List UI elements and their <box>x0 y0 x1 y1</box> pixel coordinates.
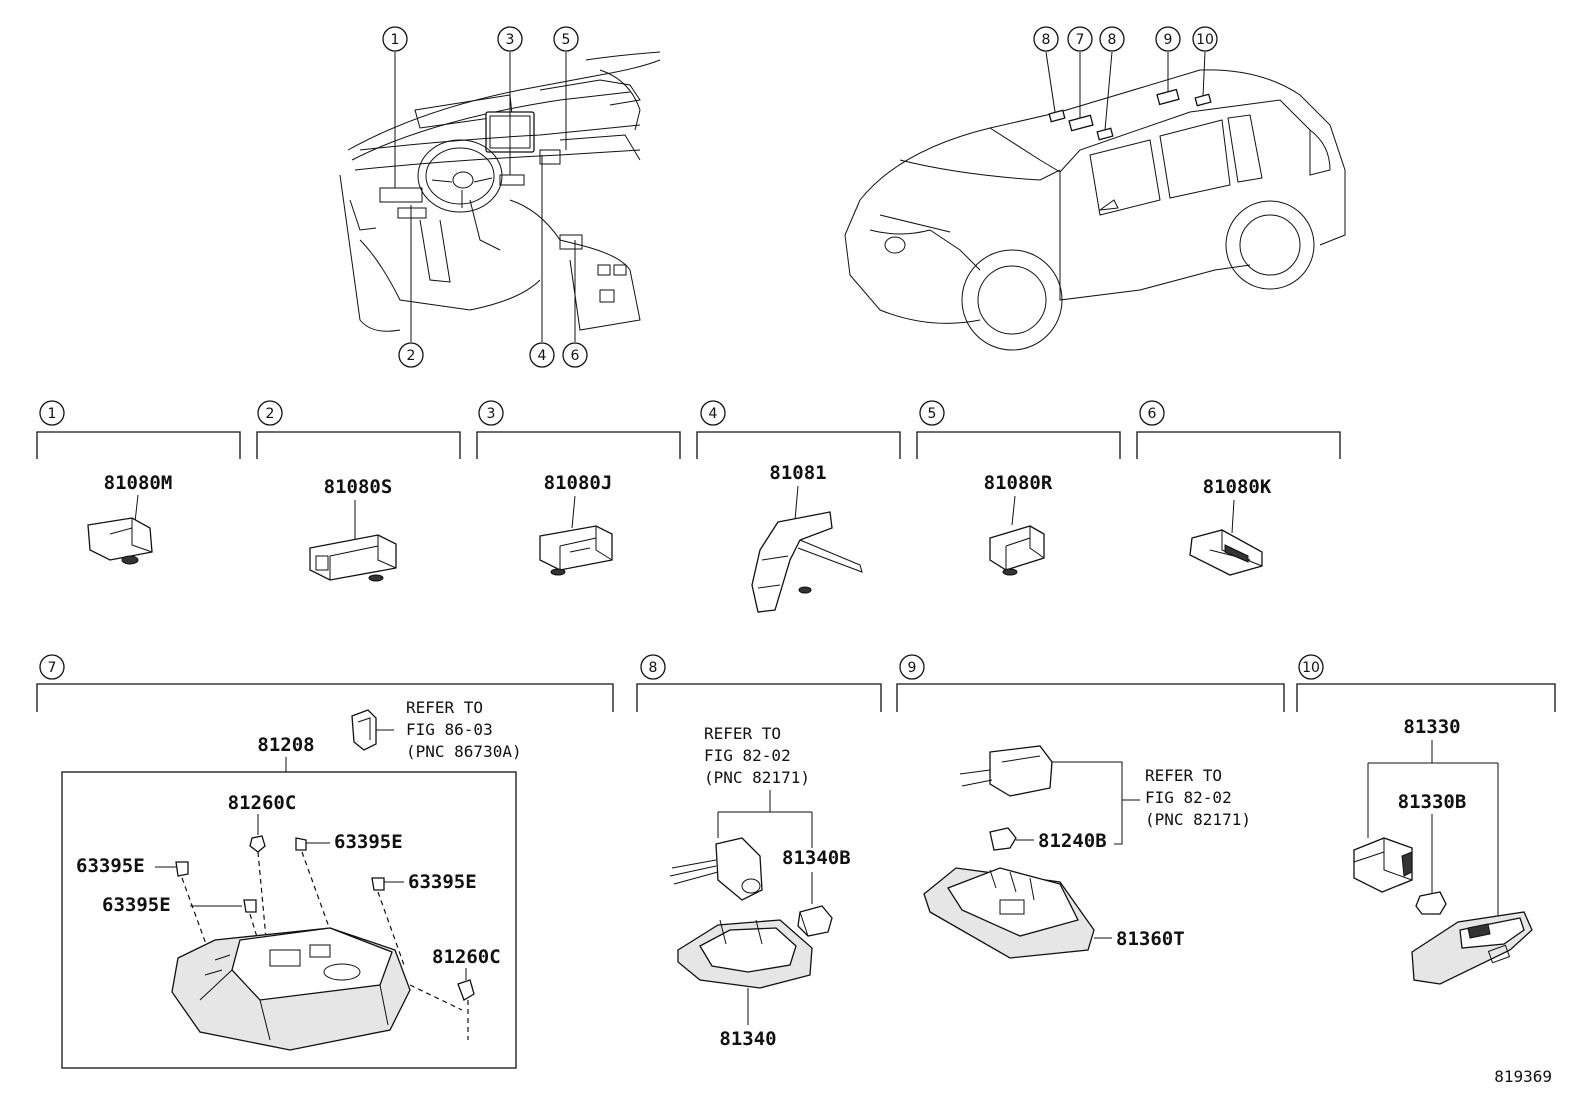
bulb-81240B <box>989 827 1017 851</box>
section-1-number: 1 <box>48 406 57 422</box>
part-81208-label: 81208 <box>257 734 314 756</box>
sec9-refer-line2: FIG 82-02 <box>1145 788 1232 807</box>
section-10-number: 10 <box>1302 660 1320 676</box>
section-6: 6 81080K <box>1136 400 1341 576</box>
part-81080S-label: 81080S <box>324 476 393 498</box>
section-7: 7 REFER TO FIG 86-03 (PNC 86730A) 81208 … <box>36 654 614 1069</box>
section-1: 1 81080M <box>36 400 241 565</box>
section-3: 3 81080J <box>476 400 681 576</box>
section-7-number: 7 <box>48 660 57 676</box>
part-81080M-switch <box>87 517 153 561</box>
part-81330B-label: 81330B <box>1398 791 1467 813</box>
part-81340B-label: 81340B <box>782 847 851 869</box>
part-81080R-switch <box>989 525 1045 571</box>
sec8-refer-line1: REFER TO <box>704 724 781 743</box>
clip-81260C-right <box>457 979 475 1001</box>
sec7-refer-line1: REFER TO <box>406 698 483 717</box>
section-4-number: 4 <box>709 406 718 422</box>
part-63395E-label-right: 63395E <box>408 871 477 893</box>
clip-81260C-top <box>249 835 266 853</box>
sec9-refer-line3: (PNC 82171) <box>1145 810 1251 829</box>
bulb-81330B <box>1415 891 1447 915</box>
callout-8b-top: 8 <box>1108 32 1117 48</box>
section-5-number: 5 <box>928 406 937 422</box>
part-81080J-label: 81080J <box>544 472 613 494</box>
part-81260C-label-right: 81260C <box>432 946 501 968</box>
assembly-81208-box <box>61 771 517 1069</box>
part-63395E-label-middle: 63395E <box>102 894 171 916</box>
bulb-81340B <box>797 905 833 937</box>
sec7-refer-line3: (PNC 86730A) <box>406 742 522 761</box>
vehicle-illustration <box>844 69 1346 351</box>
clip-63395E-middle <box>243 899 257 913</box>
clip-63395E-right <box>371 877 385 891</box>
part-81330-label: 81330 <box>1403 716 1460 738</box>
callout-4-top: 4 <box>538 348 547 364</box>
callout-3-top: 3 <box>506 32 515 48</box>
section-4: 4 81081 <box>696 400 901 613</box>
part-81240B-label: 81240B <box>1038 830 1107 852</box>
section-9-number: 9 <box>908 660 917 676</box>
part-81080K-label: 81080K <box>1203 476 1272 498</box>
section-9: 9 REFER TO FIG 82-02 (PNC 82171) 81240B … <box>896 654 1285 959</box>
sec8-refer-line3: (PNC 82171) <box>704 768 810 787</box>
part-81080S-switch <box>309 534 397 581</box>
part-81081-label: 81081 <box>769 462 826 484</box>
sec7-refer-line2: FIG 86-03 <box>406 720 493 739</box>
part-81340-label: 81340 <box>719 1028 776 1050</box>
part-81080R-label: 81080R <box>984 472 1053 494</box>
part-63395E-label-right-top: 63395E <box>334 831 403 853</box>
sec9-refer-line1: REFER TO <box>1145 766 1222 785</box>
section-10: 10 81330 81330B <box>1296 654 1556 985</box>
part-81080M-label: 81080M <box>104 472 173 494</box>
part-81080J-switch <box>539 525 613 571</box>
section-3-number: 3 <box>487 406 496 422</box>
part-81260C-label-top: 81260C <box>228 792 297 814</box>
section-5: 5 81080R <box>916 400 1121 576</box>
callout-8a-top: 8 <box>1042 32 1051 48</box>
section-6-number: 6 <box>1148 406 1157 422</box>
top-callouts: 1 2 3 4 5 6 8 7 8 9 10 <box>382 26 1218 368</box>
socket-82171-sec9 <box>989 745 1053 797</box>
dashboard-illustration <box>339 51 661 332</box>
section-8-number: 8 <box>649 660 658 676</box>
section-8: 8 REFER TO FIG 82-02 (PNC 82171) 81340B … <box>636 654 882 1050</box>
clip-63395E-left <box>175 861 189 877</box>
callout-6-top: 6 <box>571 348 580 364</box>
part-63395E-label-left: 63395E <box>76 855 145 877</box>
callout-10-top: 10 <box>1196 32 1214 48</box>
socket-82171 <box>715 837 763 901</box>
section-2: 2 81080S <box>256 400 461 582</box>
clip-63395E-right-top <box>295 837 307 851</box>
callout-7-top: 7 <box>1076 32 1085 48</box>
refer-clip-86730A <box>351 709 377 751</box>
section-2-number: 2 <box>266 406 275 422</box>
sec8-refer-line2: FIG 82-02 <box>704 746 791 765</box>
part-81081-switch <box>751 511 833 613</box>
figure-id: 819369 <box>1494 1067 1552 1086</box>
part-81360T-label: 81360T <box>1116 928 1185 950</box>
callout-5-top: 5 <box>562 32 571 48</box>
callout-2-top: 2 <box>407 348 416 364</box>
callout-1-top: 1 <box>391 32 400 48</box>
callout-9-top: 9 <box>1164 32 1173 48</box>
